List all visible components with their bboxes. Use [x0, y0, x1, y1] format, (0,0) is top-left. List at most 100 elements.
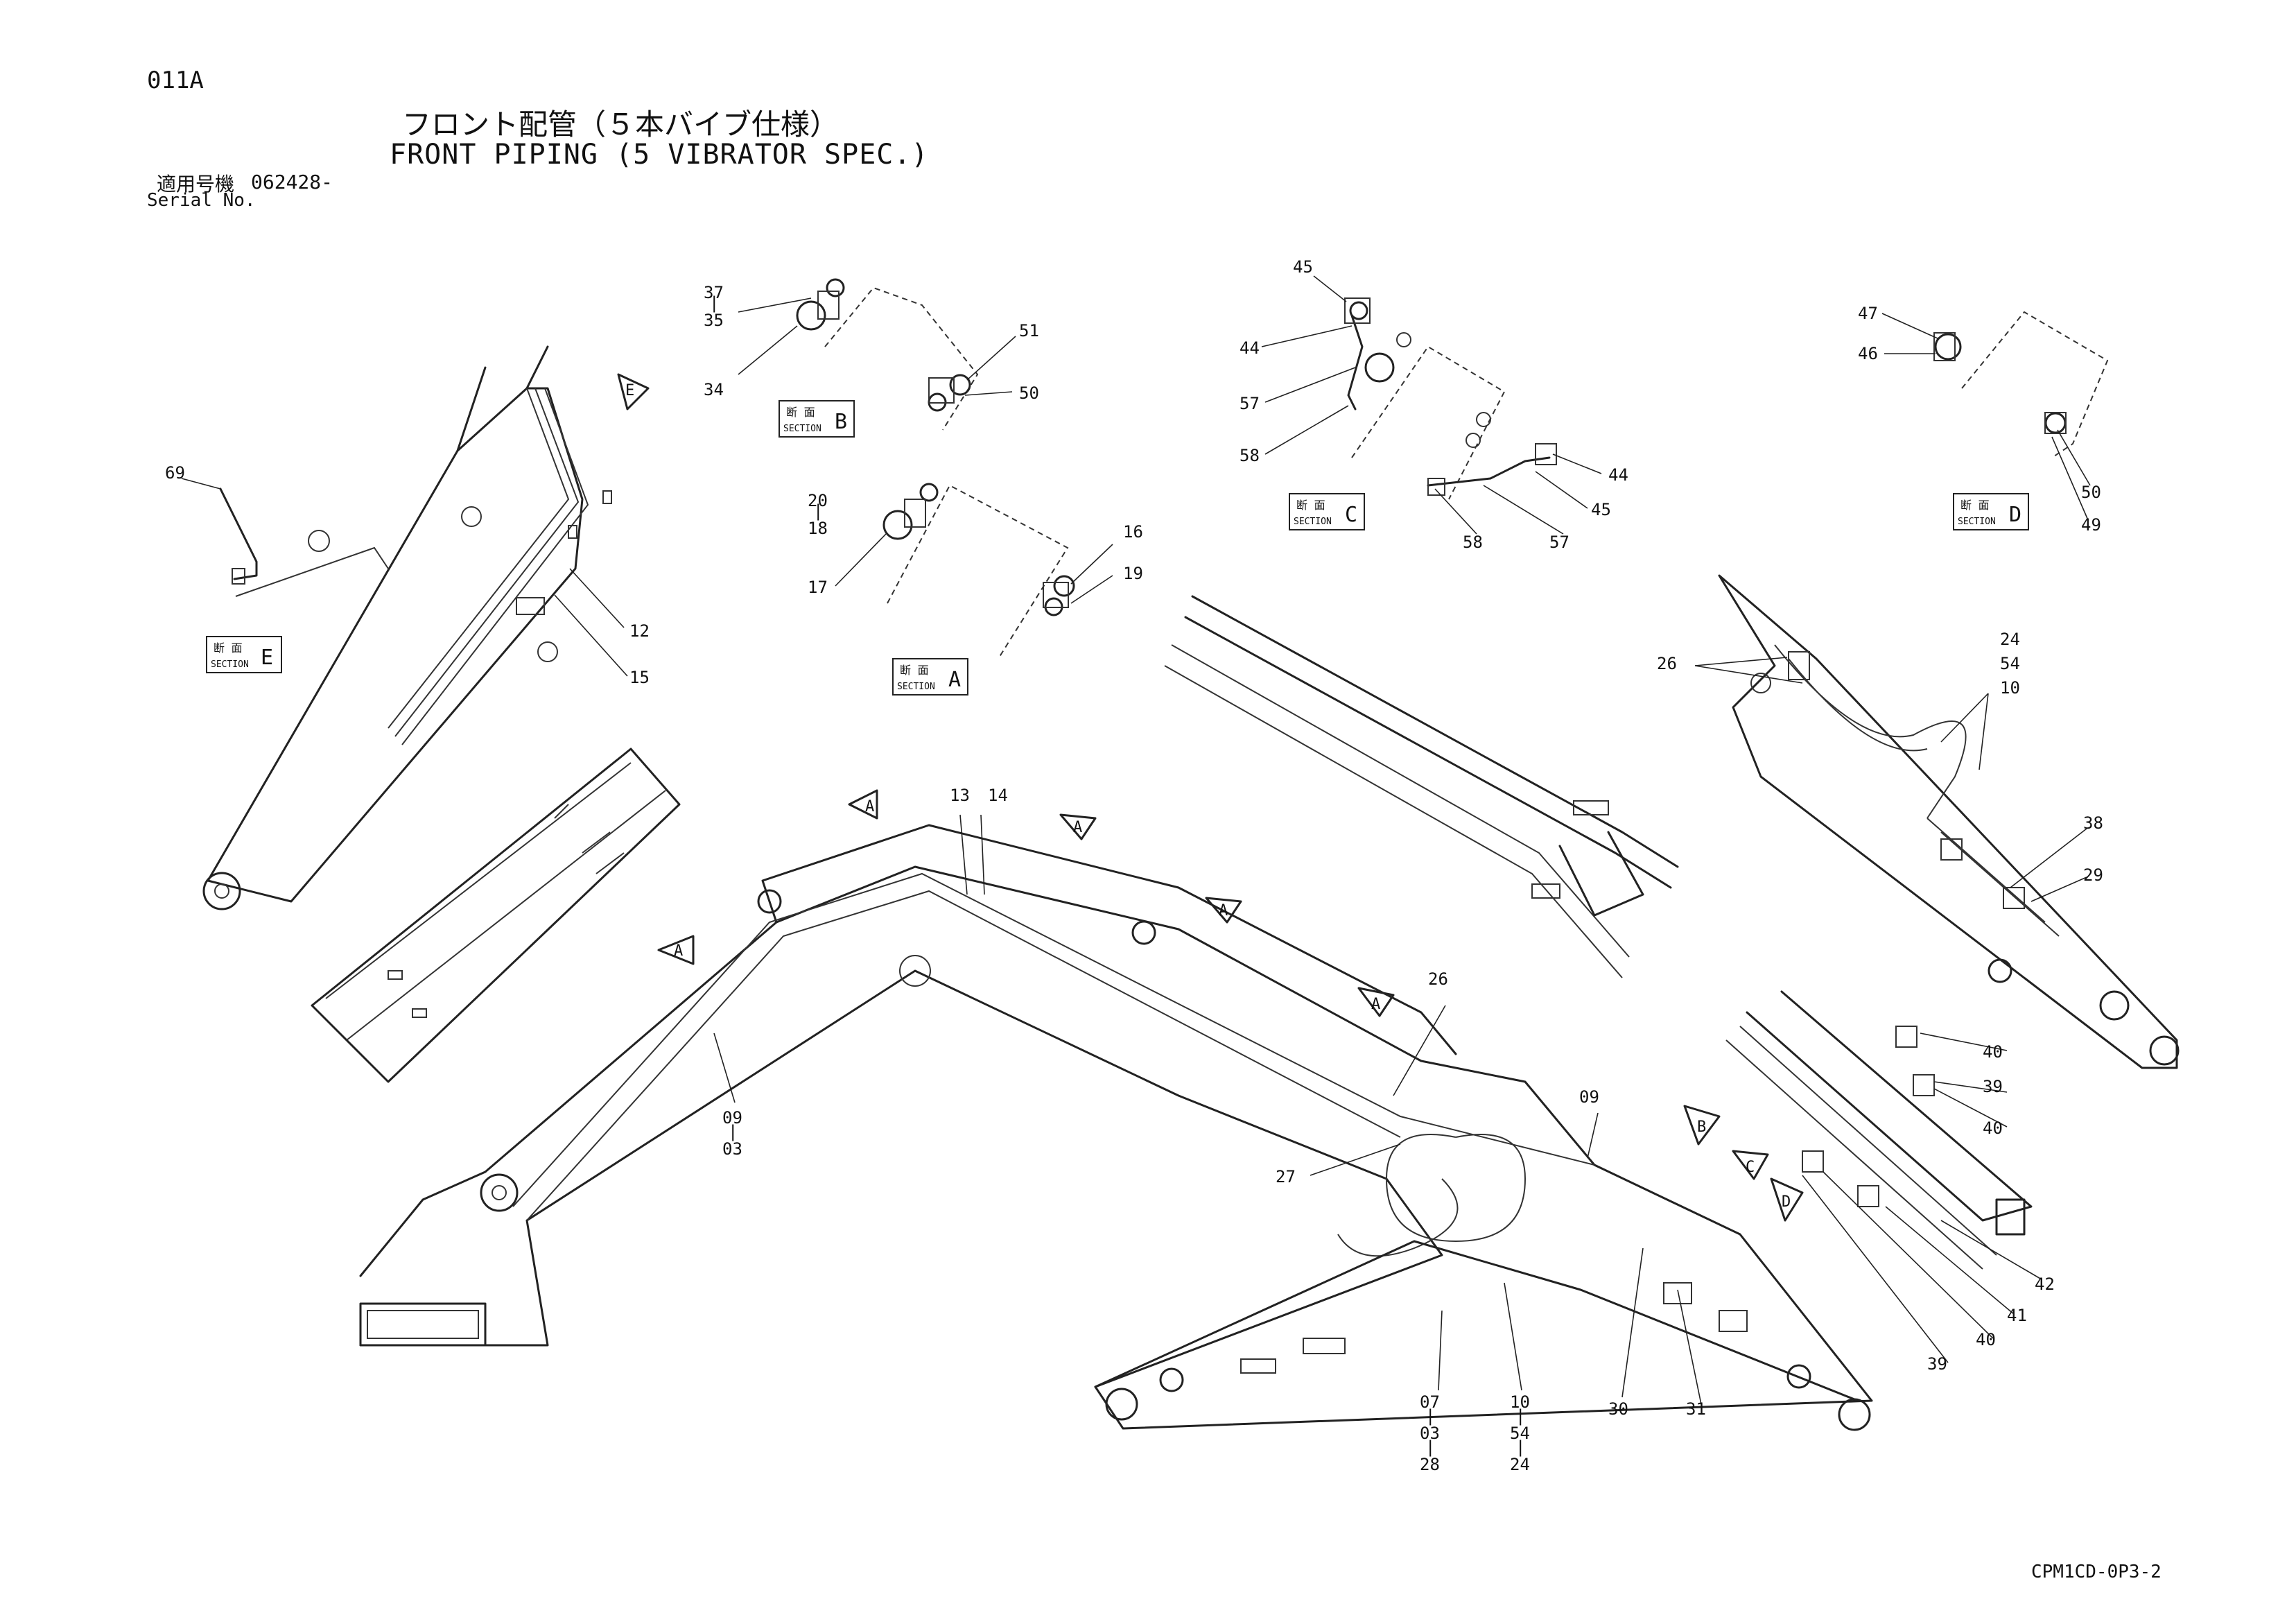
view-arrow-c: C: [1732, 1150, 1769, 1180]
section-word-a: SECTION: [897, 682, 935, 692]
svg-text:E: E: [625, 382, 634, 399]
section-kanji-a: 断 面: [900, 664, 929, 677]
callout-16: 16: [1123, 522, 1143, 542]
section-b-detail: [796, 278, 979, 431]
svg-text:A: A: [1371, 996, 1380, 1013]
section-letter-d: D: [2009, 503, 2021, 527]
callout-09a-sep: |: [728, 1122, 738, 1141]
callout-28: 28: [1420, 1455, 1440, 1474]
main-front-assembly: [359, 824, 1873, 1431]
callout-47: 47: [1858, 304, 1878, 323]
section-word-e: SECTION: [211, 659, 249, 670]
callout-38: 38: [2083, 813, 2103, 833]
section-box-a: 断 面 SECTION A: [892, 658, 968, 696]
callout-26a: 26: [1657, 654, 1677, 673]
callout-44a: 44: [1240, 338, 1260, 358]
boom-subview: [311, 748, 681, 1083]
callout-20: 20: [808, 491, 828, 510]
section-a-detail: [882, 483, 1075, 659]
callout-12: 12: [629, 621, 650, 641]
drawing-code: CPM1CD-0P3-2: [2031, 1562, 2162, 1582]
callout-10b-sep: |: [1515, 1406, 1525, 1426]
callout-17: 17: [808, 578, 828, 597]
view-arrow-a4: A: [657, 935, 695, 965]
callout-29: 29: [2083, 865, 2103, 885]
callout-34: 34: [704, 380, 724, 399]
section-box-c: 断 面 SECTION C: [1289, 493, 1365, 530]
callout-31: 31: [1686, 1399, 1706, 1419]
callout-24a: 24: [2000, 630, 2020, 649]
svg-text:A: A: [1219, 902, 1228, 919]
serial-number: 062428-: [251, 171, 333, 193]
callout-15: 15: [629, 668, 650, 687]
section-kanji-d: 断 面: [1960, 499, 1990, 512]
callout-07: 07: [1420, 1392, 1440, 1412]
callouts: 69 12 15 37 | 35 34 51 50 20 | 18 17 16 …: [165, 257, 2103, 1474]
section-d-detail: [1933, 311, 2109, 458]
section-box-e: 断 面 SECTION E: [206, 636, 282, 673]
view-arrow-a2: A: [1059, 813, 1097, 840]
svg-text:D: D: [1782, 1193, 1791, 1211]
arm-piping-detail: [1164, 595, 1679, 978]
callout-18: 18: [808, 519, 828, 538]
section-box-d: 断 面 SECTION D: [1953, 493, 2029, 530]
boom-detail-left: [202, 345, 612, 910]
callout-30: 30: [1608, 1399, 1628, 1419]
page-id: 011A: [147, 67, 204, 94]
callout-45b: 45: [1591, 500, 1611, 519]
svg-text:A: A: [865, 798, 874, 815]
callout-50a: 50: [1019, 383, 1039, 403]
callout-37-sep: |: [709, 293, 719, 313]
callout-19: 19: [1123, 564, 1143, 583]
callout-39a: 39: [1983, 1077, 2003, 1096]
svg-text:B: B: [1697, 1118, 1706, 1136]
title-japanese: フロント配管（５本バイブ仕様）: [402, 107, 840, 141]
callout-20-sep: |: [813, 501, 823, 521]
callout-44b: 44: [1608, 465, 1628, 485]
section-letter-a: A: [948, 668, 961, 692]
callout-42: 42: [2035, 1275, 2055, 1294]
view-arrow-a5: A: [1357, 987, 1395, 1017]
section-word-b: SECTION: [783, 424, 821, 434]
serial-label-japanese: 適用号機: [157, 173, 235, 196]
section-word-d: SECTION: [1958, 517, 1996, 527]
view-arrow-e: E: [617, 373, 650, 411]
section-e-detail: [219, 487, 389, 597]
callout-37: 37: [704, 283, 724, 302]
callout-49: 49: [2081, 515, 2101, 535]
svg-text:A: A: [674, 942, 683, 960]
callout-41: 41: [2007, 1306, 2027, 1325]
view-arrow-b: B: [1683, 1105, 1721, 1146]
section-letter-b: B: [835, 410, 847, 434]
callout-54b: 54: [1510, 1424, 1530, 1443]
callout-50b: 50: [2081, 483, 2101, 502]
section-kanji-c: 断 面: [1296, 499, 1325, 512]
section-box-b: 断 面 SECTION B: [779, 400, 855, 438]
section-word-c: SECTION: [1294, 517, 1332, 527]
callout-40b: 40: [1983, 1118, 2003, 1138]
svg-text:A: A: [1073, 819, 1082, 836]
section-letter-c: C: [1345, 503, 1357, 527]
title-english: FRONT PIPING (5 VIBRATOR SPEC.): [390, 139, 929, 171]
callout-51: 51: [1019, 321, 1039, 340]
callout-58b: 58: [1463, 533, 1483, 552]
view-arrow-a1: A: [848, 789, 878, 820]
callout-54b-sep: |: [1515, 1437, 1525, 1457]
callout-54a: 54: [2000, 654, 2020, 673]
section-c-detail: [1344, 297, 1557, 500]
serial-label-english: Serial No.: [147, 190, 256, 211]
callout-57a: 57: [1240, 394, 1260, 413]
section-kanji-e: 断 面: [214, 641, 243, 655]
leader-lines: [181, 275, 2091, 1408]
callout-03b-sep: |: [1425, 1437, 1435, 1457]
callout-39b: 39: [1927, 1354, 1947, 1374]
callout-03b: 03: [1420, 1424, 1440, 1443]
callout-45a: 45: [1293, 257, 1313, 277]
callout-69: 69: [165, 463, 185, 483]
callout-24b: 24: [1510, 1455, 1530, 1474]
view-arrow-a3: A: [1205, 897, 1242, 924]
callout-57b: 57: [1549, 533, 1569, 552]
section-letter-e: E: [261, 646, 273, 670]
callout-09a: 09: [722, 1108, 742, 1128]
